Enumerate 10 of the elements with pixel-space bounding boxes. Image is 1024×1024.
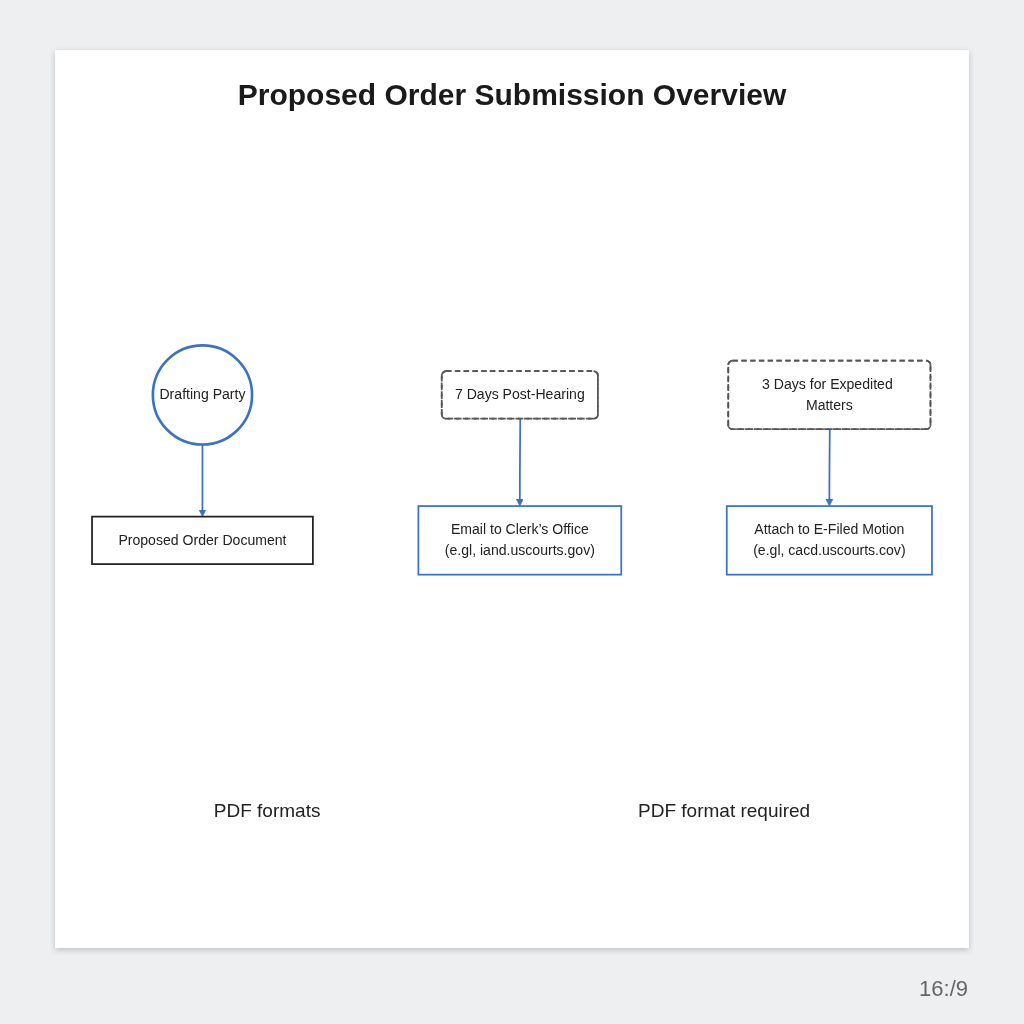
node-circle: Drafting Party — [151, 344, 254, 446]
node-box: Attach to E-Filed Motion (e.gl, cacd.uscourts.cov) — [725, 505, 933, 576]
node-box: Proposed Order Document — [91, 515, 314, 565]
title: Proposed Order Submission Overview — [236, 78, 788, 112]
node-box: Email to Clerk’s Office (e.gl, iand.uscourts.gov) — [417, 505, 623, 576]
corner-note: 16:/9 — [919, 976, 968, 1002]
arrow — [825, 428, 834, 507]
note: PDF format required — [638, 800, 811, 822]
note: PDF formats — [213, 800, 321, 822]
arrow — [515, 418, 524, 507]
